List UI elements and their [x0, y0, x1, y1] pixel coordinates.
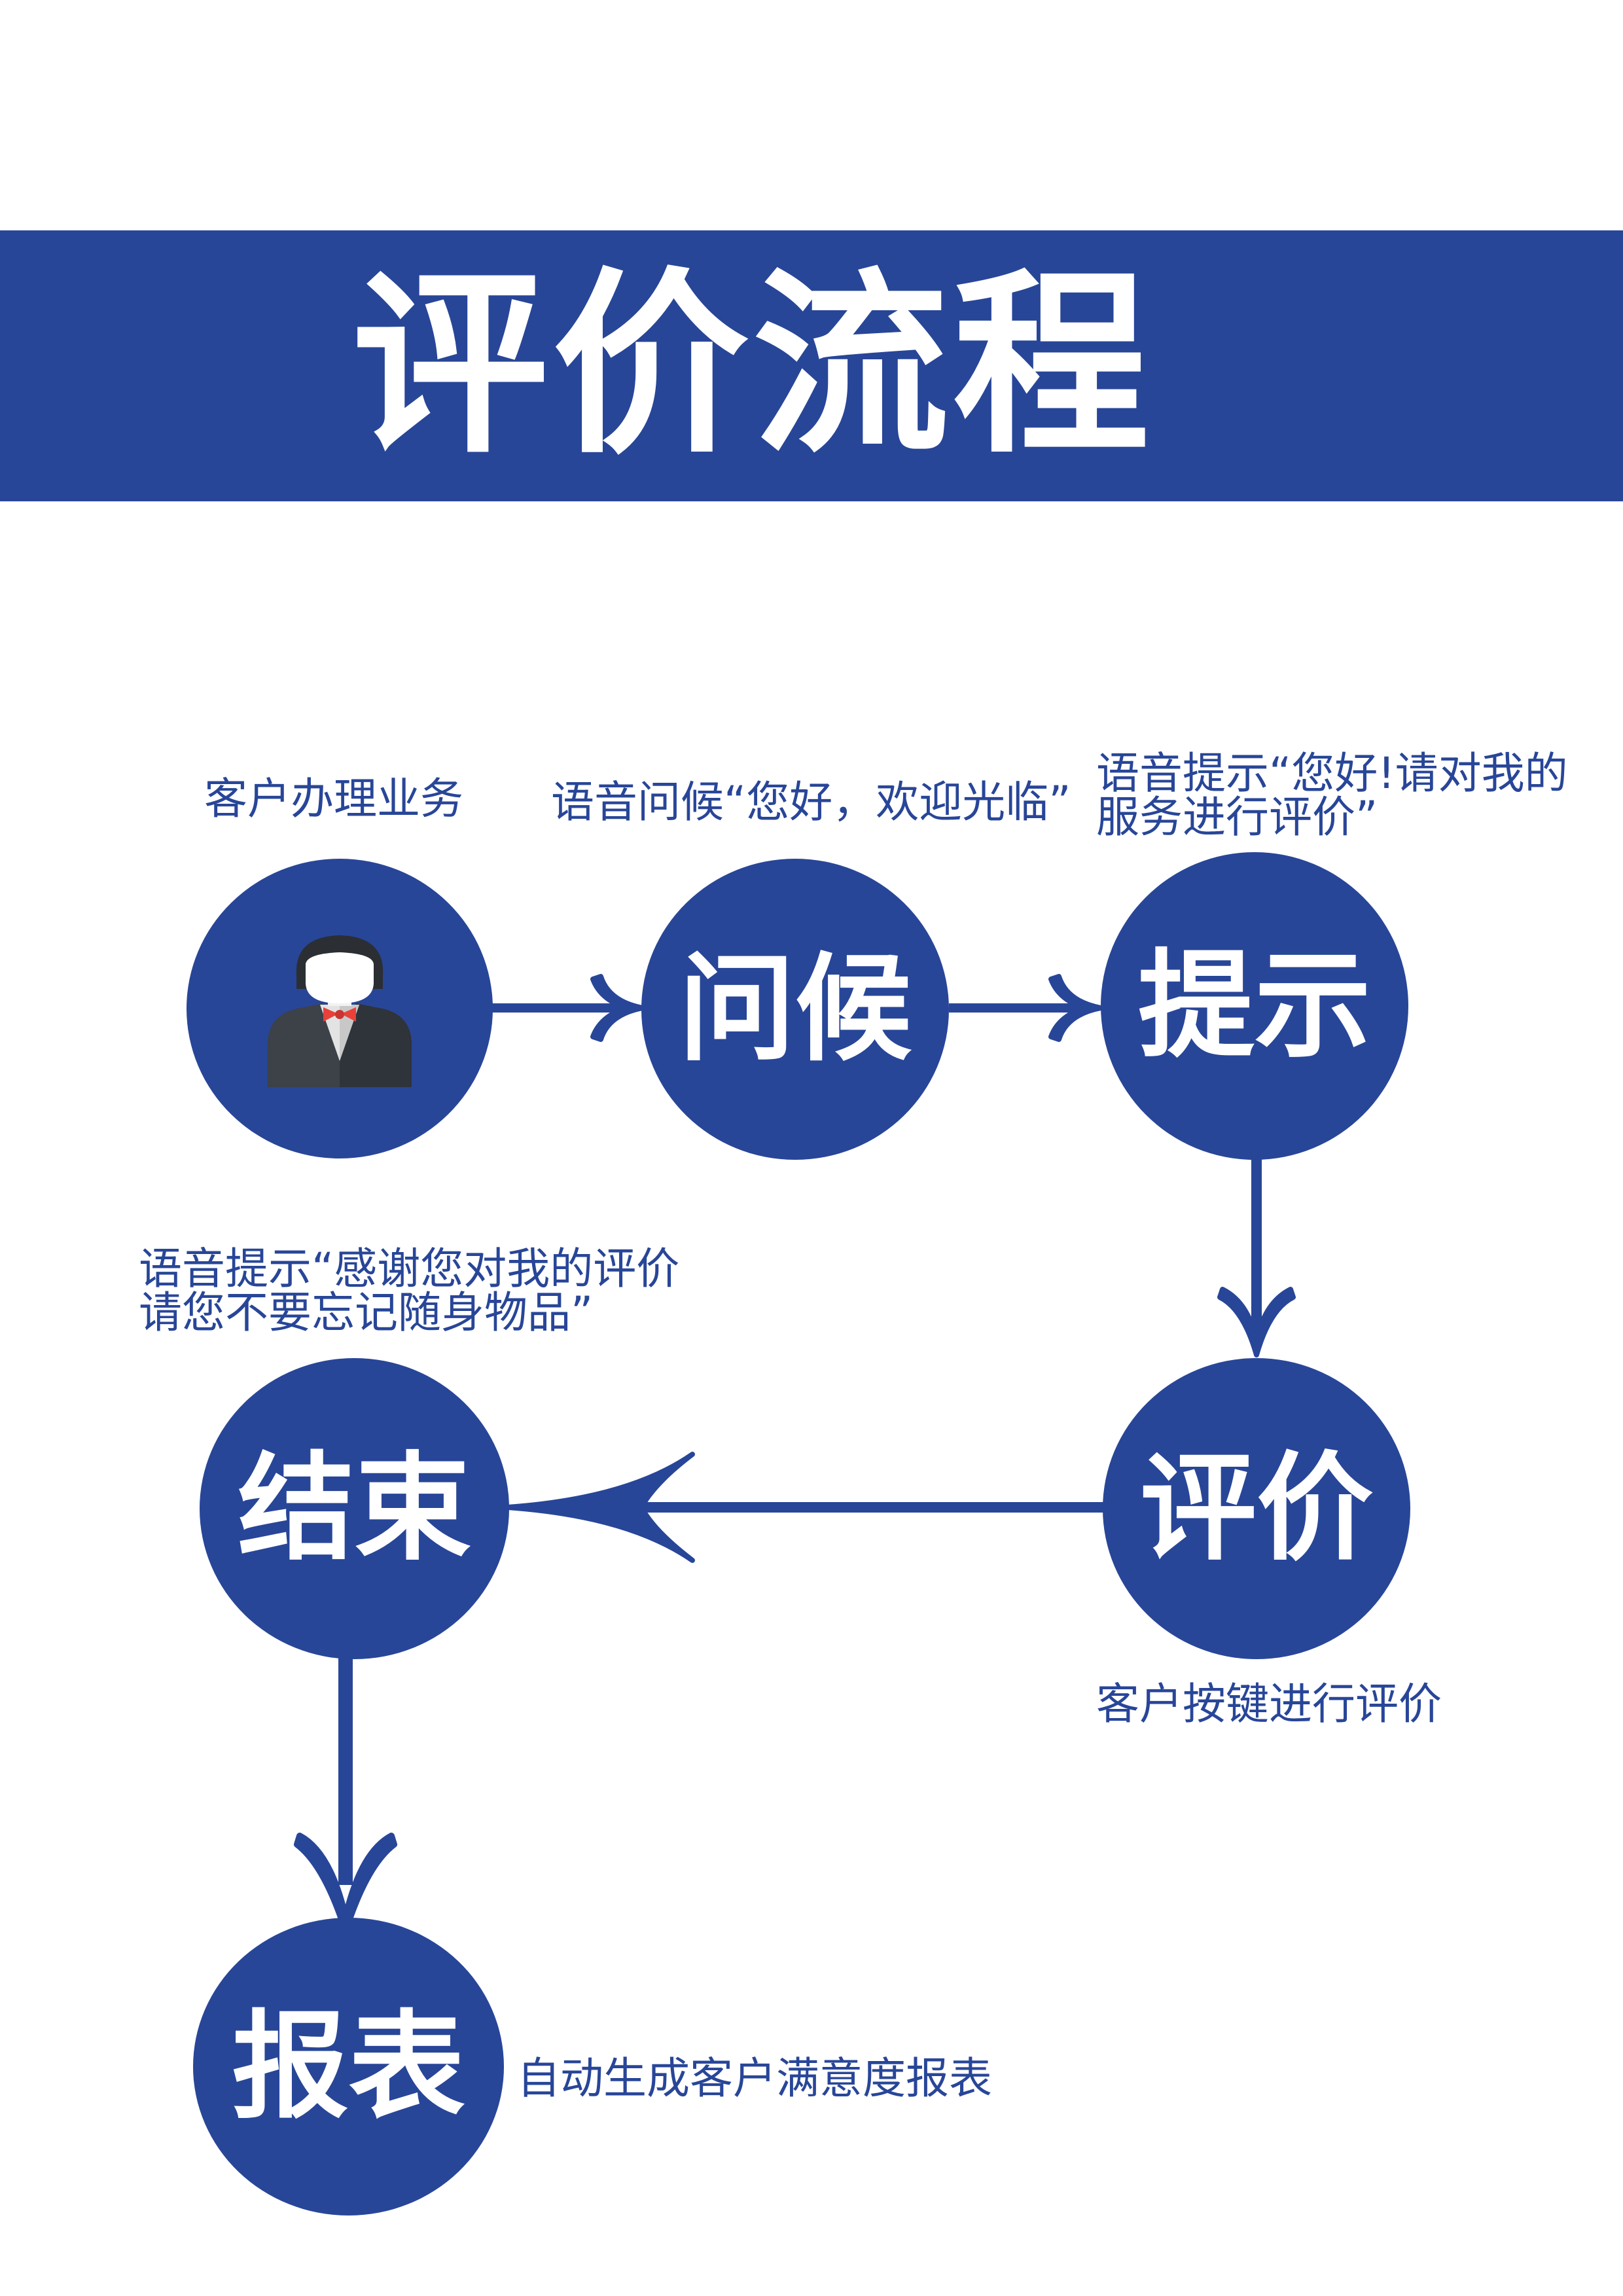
caption-evaluate: 客户按键进行评价 [1096, 1679, 1442, 1729]
arrow-end-to-report [294, 1656, 397, 1934]
arrow-prompt-to-evaluate [1217, 1157, 1296, 1357]
node-evaluate: 评价 [1103, 1358, 1410, 1659]
caption-line: 客户按键进行评价 [1096, 1679, 1442, 1729]
caption-line: 语音问候“您好，欢迎光临” [551, 777, 1071, 827]
caption-line: 语音提示“您好!请对我的 [1096, 748, 1568, 798]
caption-line: 请您不要忘记随身物品” [139, 1287, 594, 1338]
node-label: 结束 [238, 1441, 471, 1576]
caption-prompt: 语音提示“您好!请对我的 服务进行评价” [1096, 751, 1568, 840]
node-report: 报表 [193, 1918, 504, 2215]
title-banner: 评价流程 [0, 230, 1623, 501]
caption-report: 自动生成客户满意度报表 [517, 2053, 992, 2104]
node-label: 问候 [679, 941, 912, 1077]
node-prompt: 提示 [1101, 852, 1408, 1160]
caption-line: 服务进行评价” [1096, 792, 1378, 843]
node-label: 评价 [1140, 1441, 1373, 1576]
arrow-customer-to-greeting [492, 974, 645, 1042]
node-label: 报表 [232, 1998, 465, 2134]
page-title: 评价流程 [352, 251, 1153, 480]
caption-line: 客户办理业务 [204, 774, 463, 824]
caption-customer: 客户办理业务 [204, 774, 463, 824]
businessman-icon [268, 935, 412, 1087]
arrow-evaluate-to-end [505, 1452, 1106, 1563]
arrow-greeting-to-prompt [949, 974, 1103, 1042]
node-label: 提示 [1138, 938, 1371, 1073]
caption-line: 自动生成客户满意度报表 [517, 2053, 992, 2104]
caption-end: 语音提示“感谢您对我的评价 请您不要忘记随身物品” [139, 1247, 679, 1335]
caption-greeting: 语音问候“您好，欢迎光临” [551, 777, 1071, 827]
node-customer [187, 859, 493, 1158]
node-end: 结束 [200, 1358, 509, 1659]
caption-line: 语音提示“感谢您对我的评价 [139, 1244, 680, 1294]
node-greeting: 问候 [641, 859, 949, 1160]
